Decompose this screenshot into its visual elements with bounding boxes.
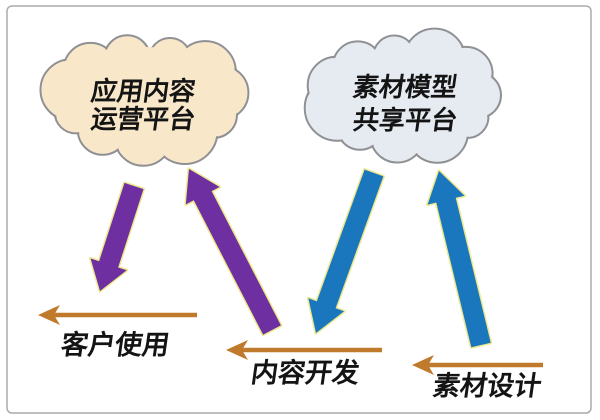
cloud-left-line2: 运营平台: [89, 104, 197, 134]
arrow-design-to-sharing: [426, 169, 493, 349]
arrow-material-design-head: [412, 355, 434, 375]
arrow-development-to-platform: [184, 167, 283, 337]
arrow-content-development-head: [226, 340, 248, 360]
arrow-customer-use-head: [38, 305, 60, 325]
label-content-development-text: 内容开发: [249, 357, 362, 388]
label-material-design-text: 素材设计: [431, 370, 543, 401]
arrow-material-design-flow: [412, 355, 543, 375]
label-content-development: 内容开发: [249, 357, 362, 388]
cloud-app-content-platform-label: 应用内容 运营平台: [89, 76, 197, 134]
cloud-material-model-platform: [303, 27, 502, 164]
cloud-app-content-platform: [39, 34, 250, 167]
label-customer-use-text: 客户使用: [59, 329, 171, 360]
cloud-left-line1: 应用内容: [89, 76, 197, 106]
cloud-material-model-platform-label: 素材模型 共享平台: [351, 72, 459, 135]
cloud-right-line1: 素材模型: [351, 72, 459, 102]
cloud-right-line2: 共享平台: [351, 105, 459, 135]
label-customer-use: 客户使用: [59, 329, 171, 360]
arrow-content-development-flow: [226, 340, 382, 360]
arrow-sharing-to-development: [306, 168, 385, 335]
label-material-design: 素材设计: [431, 370, 543, 401]
arrow-customer-use-flow: [38, 305, 197, 325]
arrow-platform-to-customer: [89, 181, 145, 293]
